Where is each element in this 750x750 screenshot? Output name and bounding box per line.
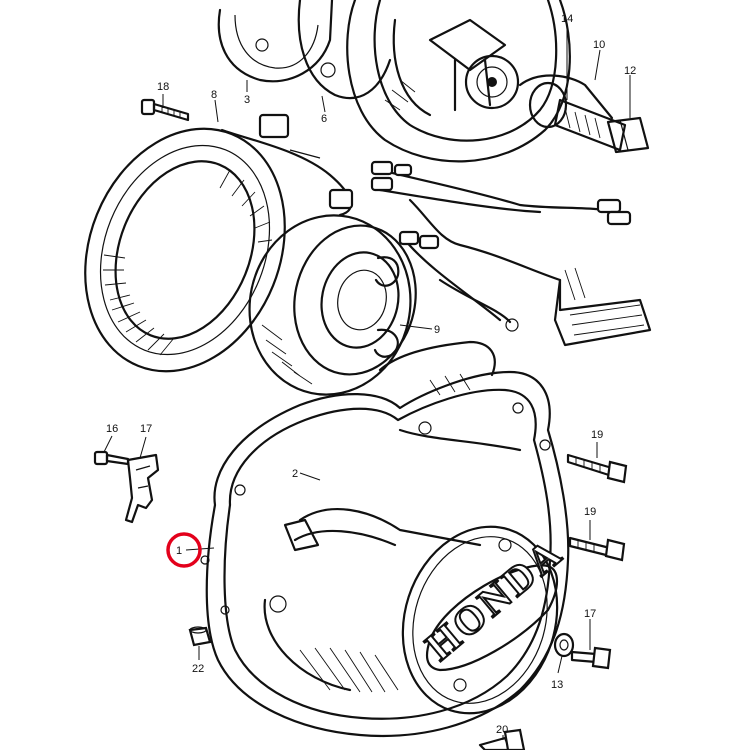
bolt-part-17-lower [570, 646, 612, 670]
callout-22: 22 [192, 663, 204, 675]
callout-17-lower: 17 [584, 608, 596, 620]
flywheel-rotor-assembly [217, 0, 650, 163]
bolt-part-20 [478, 728, 526, 750]
bolt-part-19-upper [566, 453, 628, 484]
dowel-pin-part-22 [188, 626, 212, 647]
callout-1: 1 [176, 545, 182, 557]
callout-3: 3 [244, 94, 250, 106]
callout-18: 18 [157, 81, 169, 93]
callout-6: 6 [321, 113, 327, 125]
callout-10: 10 [593, 39, 605, 51]
callout-9: 9 [434, 324, 440, 336]
highlight-circle [166, 532, 202, 568]
bolt-part-18 [140, 98, 190, 122]
callout-2: 2 [292, 468, 298, 480]
generator-cover-part-1: HONDA [200, 340, 572, 738]
washer-part-13 [553, 632, 575, 658]
stator-coil-part-8 [84, 113, 354, 373]
bolt-part-16 [93, 450, 130, 466]
leader-lines [103, 24, 631, 740]
clamp-part-17 [124, 453, 160, 524]
callout-14: 14 [561, 13, 573, 25]
callout-8: 8 [211, 89, 217, 101]
callout-17-upper: 17 [140, 423, 152, 435]
pulser-rotor-part-9 [248, 214, 417, 396]
callout-19-upper: 19 [591, 429, 603, 441]
callout-16: 16 [106, 423, 118, 435]
callout-19-lower: 19 [584, 506, 596, 518]
bolt-part-19-lower [568, 536, 626, 562]
callout-numbers: 3 6 14 10 12 18 8 9 2 16 17 19 19 17 13 … [106, 13, 636, 736]
callout-13: 13 [551, 679, 563, 691]
wiring-harness [370, 160, 652, 347]
callout-12: 12 [624, 65, 636, 77]
callout-20: 20 [496, 724, 508, 736]
honda-logo-text: HONDA [417, 529, 571, 669]
